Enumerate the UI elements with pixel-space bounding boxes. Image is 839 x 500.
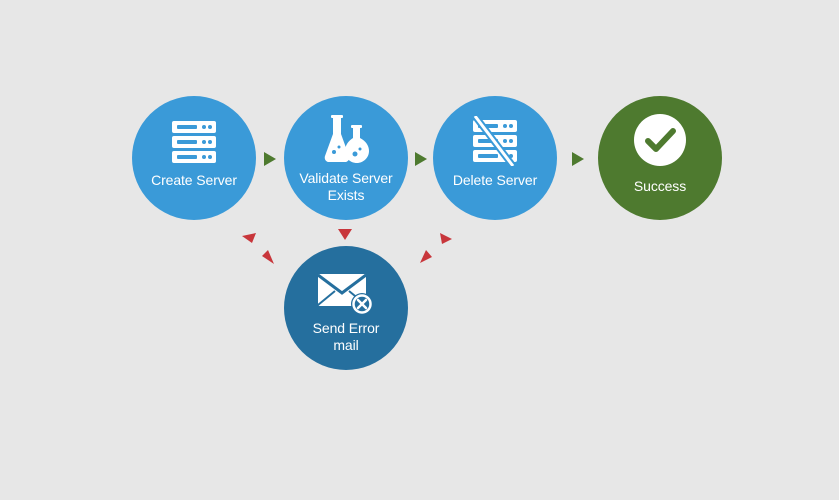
node-label: Delete Server [452,172,538,188]
mail-error-icon [317,273,373,315]
node-validate-server-exists[interactable]: Validate Server Exists [284,96,408,220]
node-create-server[interactable]: Create Server [132,96,256,220]
arrow-delete-to-error-tail [440,233,452,244]
checkmark-icon [634,114,686,166]
arrow-delete-to-error-head [420,250,432,263]
arrow-create-to-error-head [262,250,274,264]
flask-icon [324,115,369,163]
arrow-create-to-error-tail [242,233,256,243]
node-label: Validate Server Exists [299,170,393,203]
server-delete-icon [472,116,517,166]
arrow-validate-to-error [338,229,352,240]
node-label: Success [633,178,687,194]
node-label: Create Server [151,172,237,188]
node-label: Send Error mail [312,320,380,353]
arrow-delete-to-success [572,152,584,166]
node-delete-server[interactable]: Delete Server [433,96,557,220]
node-success[interactable]: Success [598,96,722,220]
arrow-create-to-validate [264,152,276,166]
arrow-validate-to-delete [415,152,427,166]
server-icon [172,121,216,163]
node-send-error-mail[interactable]: Send Error mail [284,246,408,370]
